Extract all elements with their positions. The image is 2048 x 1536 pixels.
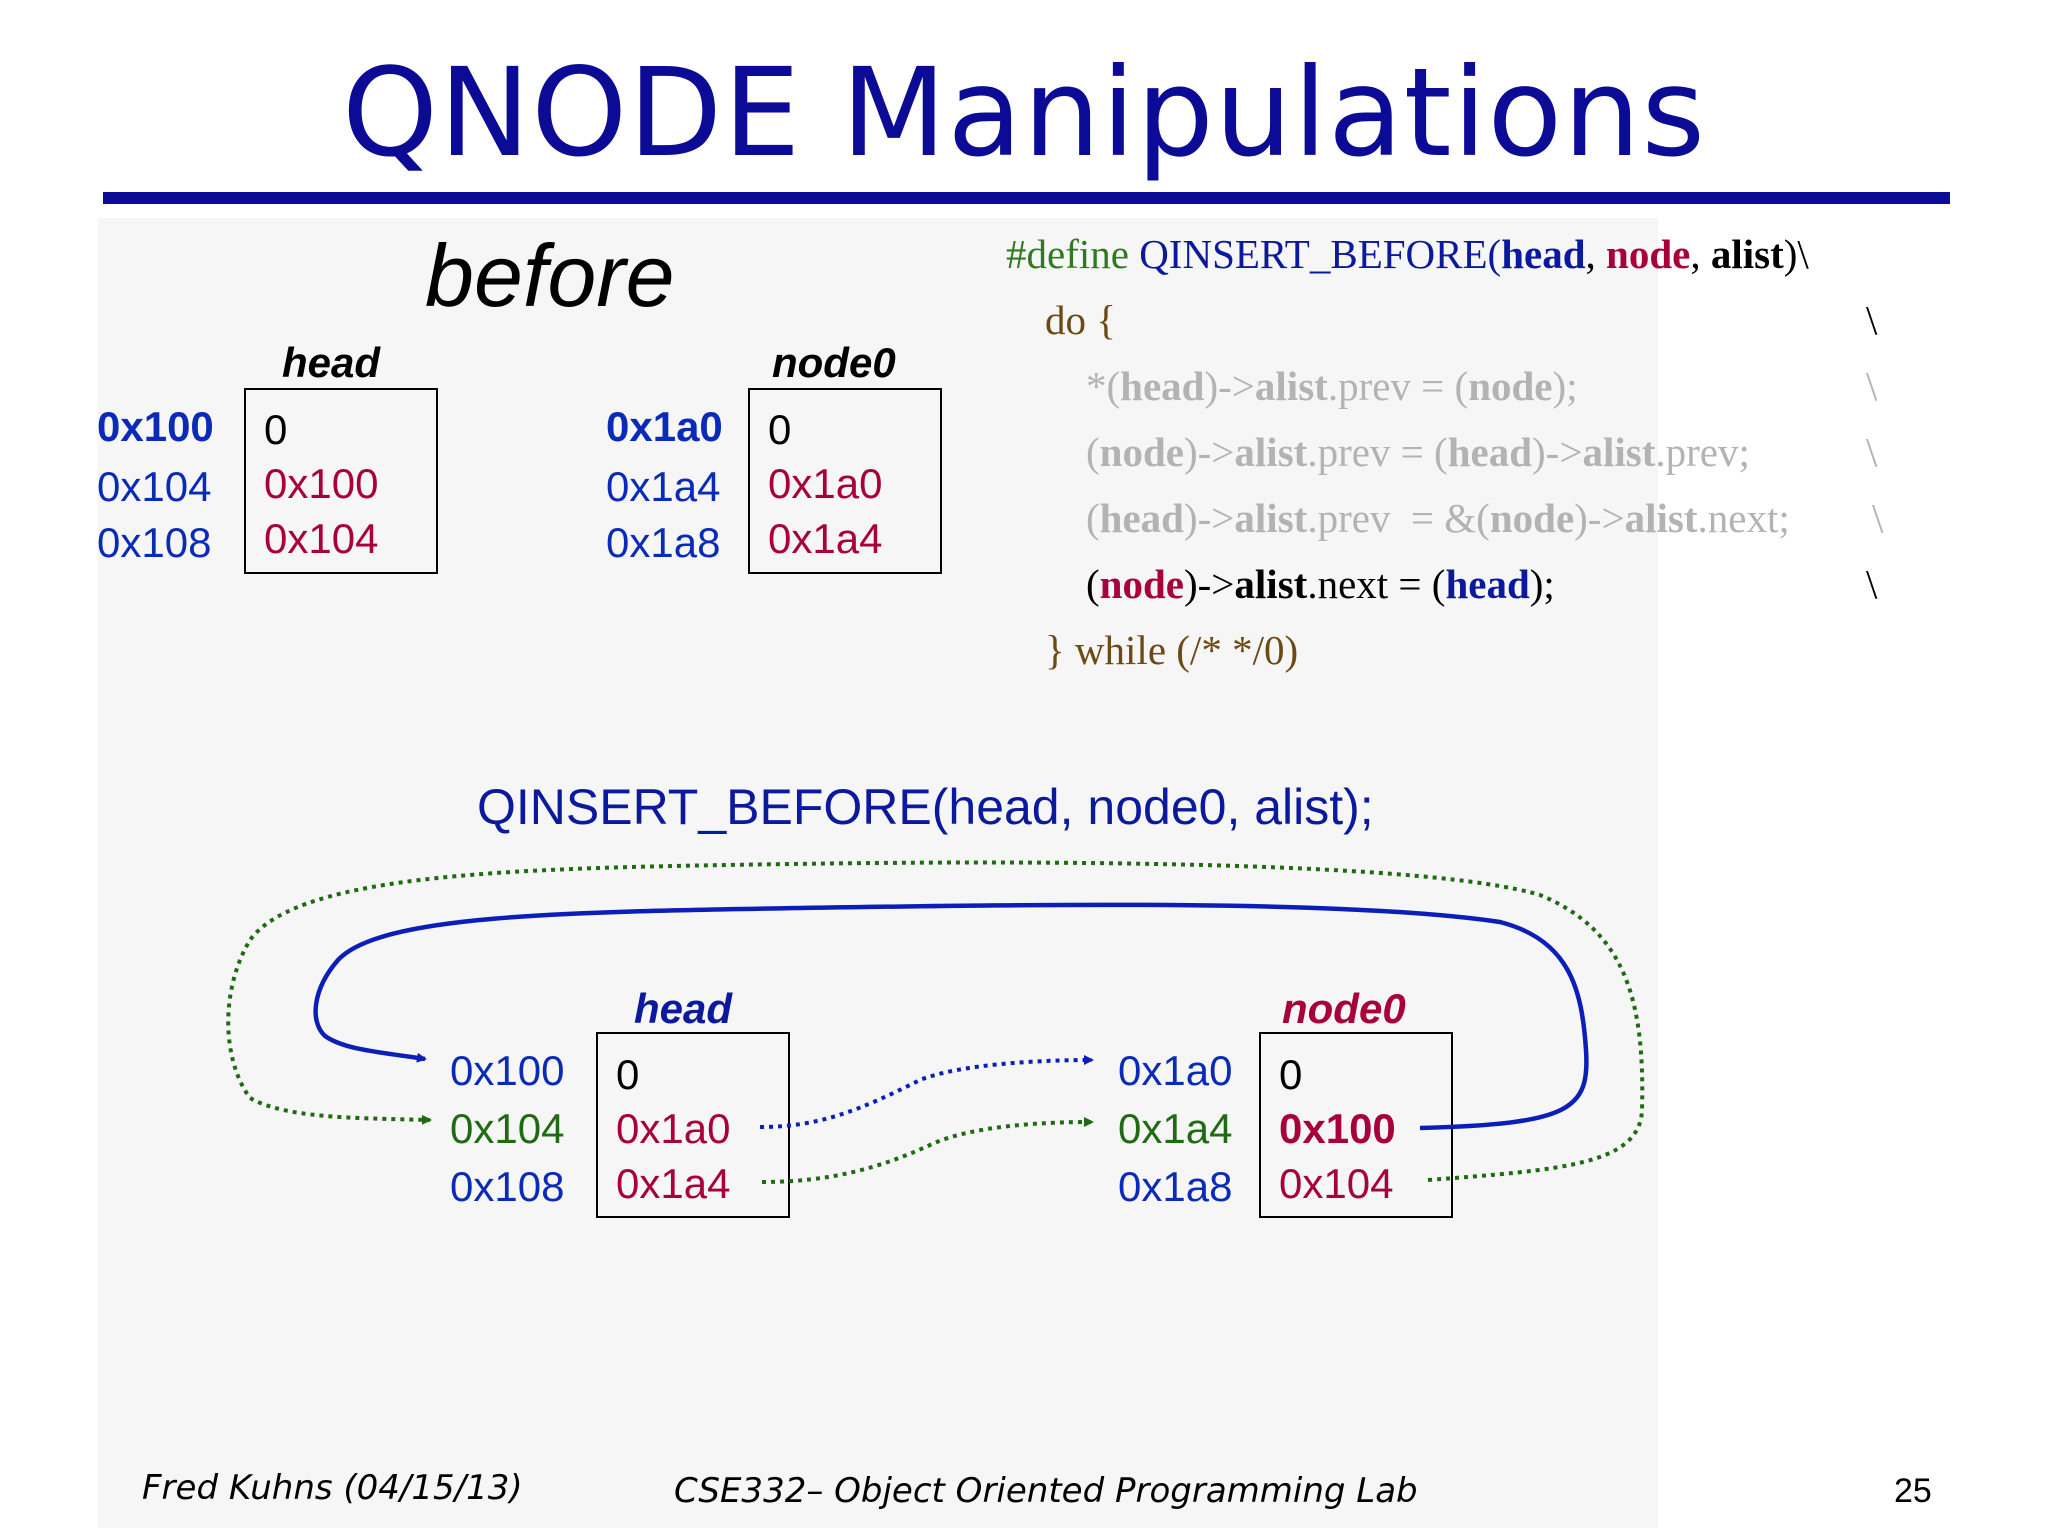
after-node0-val-0: 0 <box>1279 1051 1303 1098</box>
code-line-5-continuation: \ <box>1872 495 1884 541</box>
footer-author: Fred Kuhns (04/15/13) <box>142 1468 523 1508</box>
before-node0-box <box>748 388 942 574</box>
after-head-addr-2: 0x108 <box>450 1163 565 1210</box>
macro-call: QINSERT_BEFORE(head, node0, alist); <box>477 779 1374 835</box>
before-heading: before <box>425 226 675 325</box>
dotted-blue-arrow <box>759 1055 1094 1129</box>
before-head-addr-1: 0x104 <box>97 463 212 510</box>
before-node0-val-0: 0 <box>768 406 792 453</box>
code-line-1: #define QINSERT_BEFORE(head, node, alist… <box>1006 231 1809 277</box>
before-head-box <box>244 388 438 574</box>
solid-blue-arrow <box>313 902 1589 1131</box>
code-line-6: (node)->alist.next = (head); <box>1086 561 1555 607</box>
before-node0-addr-0: 0x1a0 <box>606 403 723 450</box>
code-line-3: *(head)->alist.prev = (node); <box>1086 363 1578 409</box>
dotted-green-outer-arrow <box>226 860 1645 1182</box>
after-head-val-2: 0x1a4 <box>616 1160 731 1207</box>
title-rule <box>103 192 1950 204</box>
after-node0-addr-0: 0x1a0 <box>1118 1047 1233 1094</box>
before-node0-addr-2: 0x1a8 <box>606 519 721 566</box>
code-line-7: } while (/* */0) <box>1045 627 1299 673</box>
before-node0-val-2: 0x1a4 <box>768 515 883 562</box>
after-head-addr-1: 0x104 <box>450 1105 565 1152</box>
after-node0-val-1: 0x100 <box>1279 1105 1396 1152</box>
before-head-label: head <box>282 339 381 386</box>
footer-course: CSE332– Object Oriented Programming Lab <box>674 1471 1418 1511</box>
before-head-val-1: 0x100 <box>264 460 379 507</box>
before-node0-label: node0 <box>772 339 896 386</box>
after-head-val-0: 0 <box>616 1051 640 1098</box>
dotted-green-inner-arrow <box>761 1117 1094 1184</box>
code-line-2-continuation: \ <box>1866 297 1878 343</box>
code-line-4-continuation: \ <box>1866 429 1878 475</box>
before-node0-val-1: 0x1a0 <box>768 460 883 507</box>
code-line-6-continuation: \ <box>1866 561 1878 607</box>
after-node0-addr-2: 0x1a8 <box>1118 1163 1233 1210</box>
code-line-4: (node)->alist.prev = (head)->alist.prev; <box>1086 429 1750 475</box>
code-line-2: do { <box>1045 297 1116 343</box>
before-head-addr-0: 0x100 <box>97 403 214 450</box>
after-head-addr-0: 0x100 <box>450 1047 565 1094</box>
code-line-5: (head)->alist.prev = &(node)->alist.next… <box>1086 495 1790 541</box>
after-node0-label: node0 <box>1282 985 1406 1032</box>
slide-title: QNODE Manipulations <box>341 42 1707 184</box>
after-head-val-1: 0x1a0 <box>616 1105 731 1152</box>
footer-page-number: 25 <box>1894 1472 1932 1510</box>
before-head-val-2: 0x104 <box>264 515 379 562</box>
after-head-label: head <box>634 985 733 1032</box>
before-head-addr-2: 0x108 <box>97 519 212 566</box>
code-line-3-continuation: \ <box>1866 363 1878 409</box>
after-node0-addr-1: 0x1a4 <box>1118 1105 1233 1152</box>
before-node0-addr-1: 0x1a4 <box>606 463 721 510</box>
after-node0-val-2: 0x104 <box>1279 1160 1394 1207</box>
before-head-val-0: 0 <box>264 406 288 453</box>
